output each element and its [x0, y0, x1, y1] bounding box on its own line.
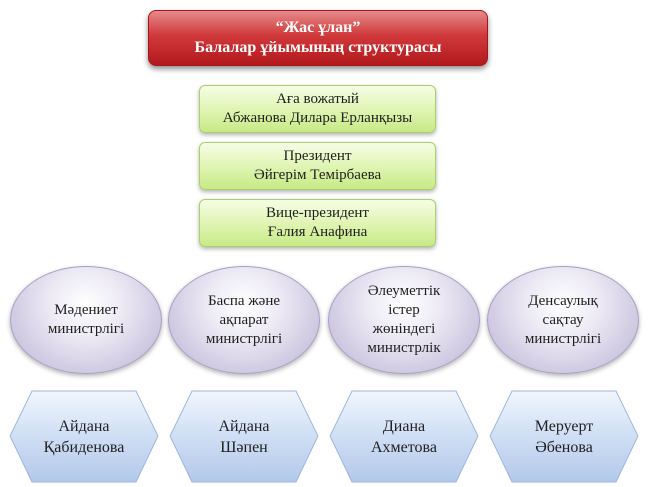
minister-first-name: Айдана: [218, 417, 270, 435]
leader-role: Аға вожатый: [276, 91, 359, 107]
leader-name: Әйгерім Темірбаева: [253, 167, 382, 183]
title-line-1: “Жас ұлан”: [275, 19, 361, 36]
minister-box-1: Айдана Қабиденова: [8, 389, 160, 484]
title-line-2: Балалар ұйымының структурасы: [194, 39, 442, 56]
ministry-health: Денсаулық сақтау министрлігі: [487, 266, 639, 374]
ministry-line: Әлеуметтік: [367, 283, 441, 299]
ministry-line: Денсаулық: [528, 292, 598, 309]
minister-last-name: Қабиденова: [43, 438, 125, 456]
ministry-line: министрлік: [367, 340, 441, 356]
ministry-line: жөніндегі: [372, 321, 436, 337]
minister-last-name: Шәпен: [220, 438, 268, 456]
ministry-line: министрлігі: [47, 321, 125, 337]
leader-name: Абжанова Дилара Ерланқызы: [222, 110, 413, 126]
ministry-line: министрлігі: [205, 330, 283, 347]
ministry-line: Мәдениет: [54, 302, 118, 318]
leader-role: Вице-президент: [266, 205, 369, 221]
leader-name: Ғалия Анафина: [267, 224, 368, 240]
leader-box-president: Президент Әйгерім Темірбаева: [199, 142, 436, 190]
ministry-line: істер: [388, 302, 420, 318]
ministry-line: министрлігі: [524, 330, 602, 347]
ministry-press-information: Баспа және ақпарат министрлігі: [168, 266, 320, 374]
minister-last-name: Ахметова: [370, 438, 437, 456]
minister-box-3: Диана Ахметова: [328, 389, 480, 484]
minister-last-name: Әбенова: [535, 438, 593, 456]
minister-box-4: Меруерт Әбенова: [488, 389, 640, 484]
organization-title: “Жас ұлан” Балалар ұйымының структурасы: [148, 10, 488, 66]
ministry-line: Баспа және: [207, 292, 281, 309]
minister-box-2: Айдана Шәпен: [168, 389, 320, 484]
minister-first-name: Диана: [382, 417, 426, 435]
ministry-culture: Мәдениет министрлігі: [10, 266, 162, 374]
leader-role: Президент: [283, 148, 352, 164]
ministry-line: сақтау: [542, 311, 584, 328]
minister-first-name: Меруерт: [534, 417, 594, 435]
minister-first-name: Айдана: [58, 417, 110, 435]
leader-box-senior-counselor: Аға вожатый Абжанова Дилара Ерланқызы: [199, 85, 436, 133]
ministry-social-affairs: Әлеуметтік істер жөніндегі министрлік: [328, 266, 480, 374]
ministry-line: ақпарат: [219, 311, 269, 328]
leader-box-vice-president: Вице-президент Ғалия Анафина: [199, 199, 436, 247]
